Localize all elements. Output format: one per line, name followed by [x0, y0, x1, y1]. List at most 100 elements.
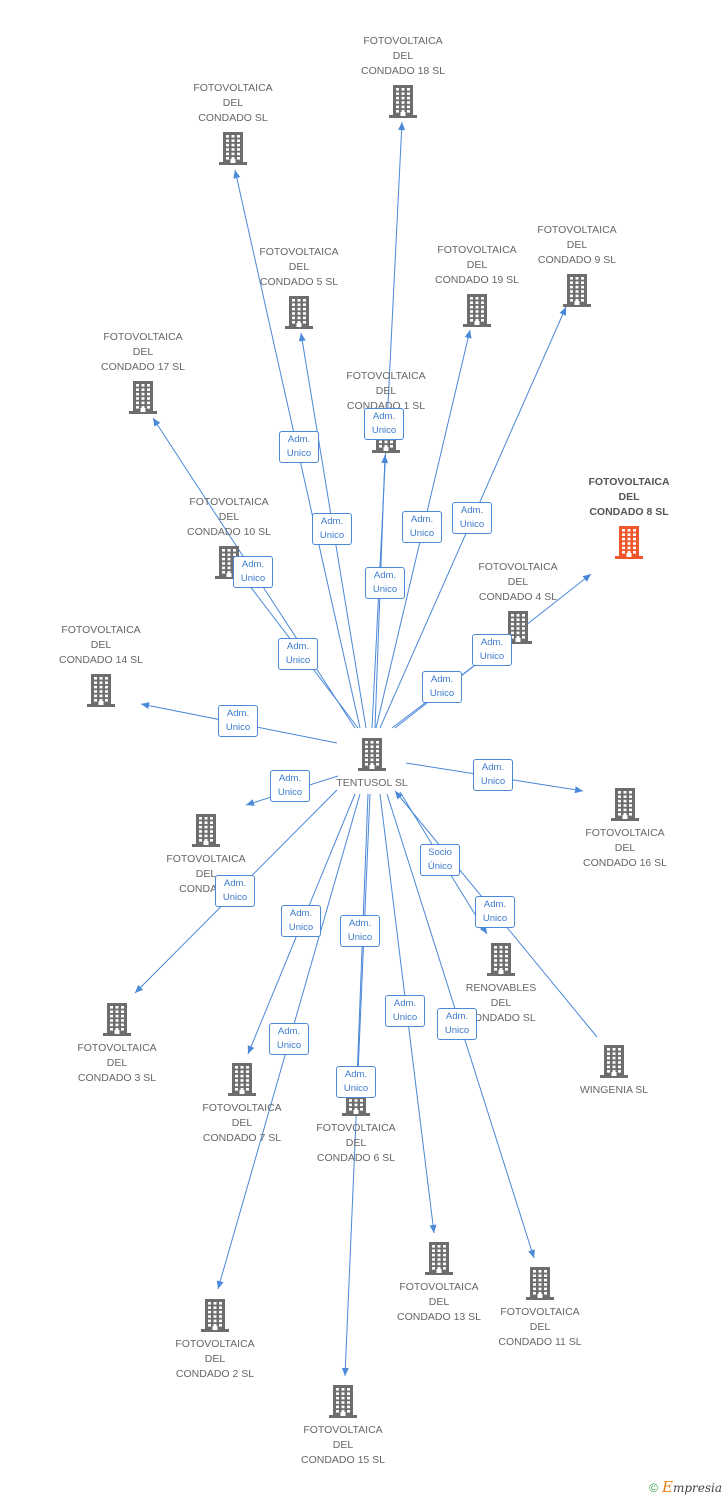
relation-label-text: Unico — [319, 530, 345, 541]
company-name: TENTUSOL SL — [317, 776, 427, 791]
copyright-symbol: © — [649, 1481, 658, 1495]
company-node-wingenia[interactable]: WINGENIA SL — [559, 1044, 669, 1098]
copyright-footer: ©Empresia — [649, 1478, 722, 1496]
relation-label-text: Unico — [285, 655, 311, 666]
relation-label[interactable]: Adm.Unico — [312, 513, 352, 545]
arrowhead-icon — [247, 1045, 255, 1054]
arrowhead-icon — [298, 333, 306, 342]
relation-label-text: Unico — [225, 722, 251, 733]
relation-label-text: Adm. — [483, 899, 507, 910]
company-name-line: FOTOVOLTAICA — [189, 496, 269, 508]
relation-label[interactable]: Adm.Unico — [364, 408, 404, 440]
relation-label[interactable]: Adm.Unico — [218, 705, 258, 737]
relation-label[interactable]: Adm.Unico — [452, 502, 492, 534]
building-icon — [389, 85, 417, 118]
relation-label-text: Unico — [288, 922, 314, 933]
relation-label[interactable]: Adm.Unico — [279, 431, 319, 463]
relation-label[interactable]: Adm.Unico — [336, 1066, 376, 1098]
company-name-line: FOTOVOLTAICA — [193, 82, 273, 94]
arrowhead-icon — [429, 1224, 437, 1233]
company-name-line: FOTOVOLTAICA — [202, 1102, 282, 1114]
relation-label-text: Único — [427, 861, 453, 872]
company-name-line: RENOVABLES — [465, 982, 537, 994]
relation-label[interactable]: Adm.Unico — [269, 1023, 309, 1055]
relation-label-text: Adm. — [277, 1026, 301, 1037]
relation-label-text: Adm. — [410, 514, 434, 525]
relation-label[interactable]: Adm.Unico — [422, 671, 462, 703]
company-name-line: CONDADO SL — [466, 1012, 536, 1024]
relation-label[interactable]: Adm.Unico — [340, 915, 380, 947]
company-name-line: CONDADO 6 SL — [316, 1152, 396, 1164]
relation-label[interactable]: Adm.Unico — [215, 875, 255, 907]
arrowhead-icon — [246, 799, 255, 806]
company-node-tentusol[interactable]: TENTUSOL SL — [317, 737, 427, 791]
company-name-line: CONDADO 16 SL — [582, 857, 668, 869]
company-name-line: CONDADO 3 SL — [77, 1072, 157, 1084]
relation-label[interactable]: Adm.Unico — [278, 638, 318, 670]
relation-label[interactable]: Adm.Unico — [473, 759, 513, 791]
relation-label-text: Adm. — [393, 998, 417, 1009]
relation-label[interactable]: Adm.Unico — [281, 905, 321, 937]
company-name-line: FOTOVOLTAICA — [346, 370, 426, 382]
relation-label-text: Unico — [240, 573, 266, 584]
relation-label[interactable]: Adm.Unico — [472, 634, 512, 666]
company-name-line: DEL — [332, 1439, 354, 1451]
arrowhead-icon — [395, 791, 403, 800]
company-name-line: DEL — [195, 868, 217, 880]
relation-label-text: Unico — [409, 528, 435, 539]
company-name-line: CONDADO 11 SL — [498, 1336, 582, 1348]
relation-label[interactable]: Adm.Unico — [437, 1008, 477, 1040]
relation-label[interactable]: Adm.Unico — [365, 567, 405, 599]
relation-label[interactable]: Adm.Unico — [385, 995, 425, 1027]
relation-label[interactable]: Adm.Unico — [233, 556, 273, 588]
relation-label[interactable]: Adm.Unico — [475, 896, 515, 928]
company-name-line: CONDADO 10 SL — [186, 526, 272, 538]
company-name-line: CONDADO 8 SL — [589, 506, 669, 518]
company-name-line: FOTOVOLTAICA — [103, 331, 183, 343]
arrowhead-icon — [153, 418, 161, 427]
company-name-line: DEL — [345, 1137, 367, 1149]
relation-label-text: Unico — [480, 776, 506, 787]
company-name-line: FOTOVOLTAICA — [175, 1338, 255, 1350]
company-name-line: DEL — [392, 50, 414, 62]
company-name-line: DEL — [566, 239, 588, 251]
relation-label-text: Adm. — [430, 674, 454, 685]
building-icon — [329, 1385, 357, 1418]
relation-label[interactable]: Adm.Unico — [270, 770, 310, 802]
company-name: WINGENIA SL — [559, 1083, 669, 1098]
relation-label[interactable]: Adm. Unico — [402, 511, 442, 543]
company-name-line: FOTOVOLTAICA — [259, 246, 339, 258]
company-name-line: CONDADO 4 SL — [478, 591, 558, 603]
arrowhead-icon — [559, 307, 566, 316]
company-name-line: DEL — [222, 97, 244, 109]
company-name-line: FOTOVOLTAICA — [500, 1306, 580, 1318]
arrowhead-icon — [582, 574, 591, 582]
company-name-line: CONDADO 13 SL — [396, 1311, 482, 1323]
